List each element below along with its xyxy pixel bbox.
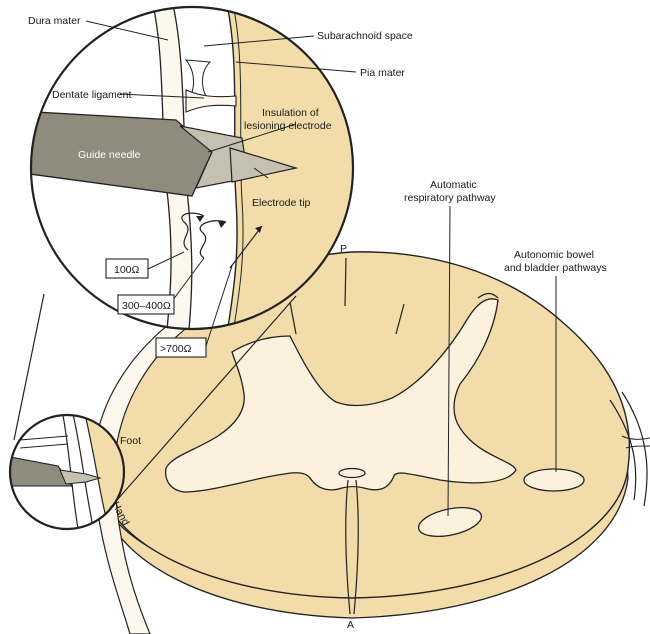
spinal-cord-cross-section — [92, 251, 650, 634]
label-electrode-tip: Electrode tip — [252, 197, 311, 209]
label-autonomic-2: and bladder pathways — [504, 262, 607, 274]
large-magnifier — [29, 5, 355, 331]
label-automatic-resp-2: respiratory pathway — [404, 192, 496, 204]
respiratory-pathway-area — [417, 506, 483, 538]
label-subarachnoid-space: Subarachnoid space — [317, 30, 413, 42]
label-autonomic-1: Autonomic bowel — [514, 249, 594, 261]
impedance-label-300-400: 300–400Ω — [122, 300, 171, 312]
label-insulation-line1: Insulation of — [262, 107, 319, 119]
small-magnifier — [8, 413, 126, 531]
impedance-box-300-400: 300–400Ω — [117, 294, 175, 315]
label-automatic-resp-1: Automatic — [430, 179, 477, 191]
label-anterior: A — [347, 619, 354, 631]
left-meningeal-strip — [92, 299, 224, 634]
label-pia-mater: Pia mater — [360, 67, 405, 79]
impedance-box-700: >700Ω — [155, 337, 207, 358]
label-posterior: P — [340, 243, 347, 255]
label-guide-needle: Guide needle — [78, 149, 141, 161]
label-dura-mater: Dura mater — [28, 15, 81, 27]
label-foot: Foot — [120, 435, 141, 447]
impedance-label-100: 100Ω — [114, 264, 140, 276]
impedance-label-700: >700Ω — [160, 343, 192, 355]
label-insulation-line2: lesioning electrode — [244, 120, 332, 132]
gray-matter — [164, 298, 517, 493]
impedance-box-100: 100Ω — [105, 258, 149, 279]
leader-lines — [85, 20, 557, 517]
bowel-bladder-pathway-area — [523, 468, 585, 492]
label-dentate-ligament: Dentate ligament — [52, 89, 131, 101]
anterior-median-fissure — [345, 479, 359, 615]
central-canal — [338, 467, 366, 479]
